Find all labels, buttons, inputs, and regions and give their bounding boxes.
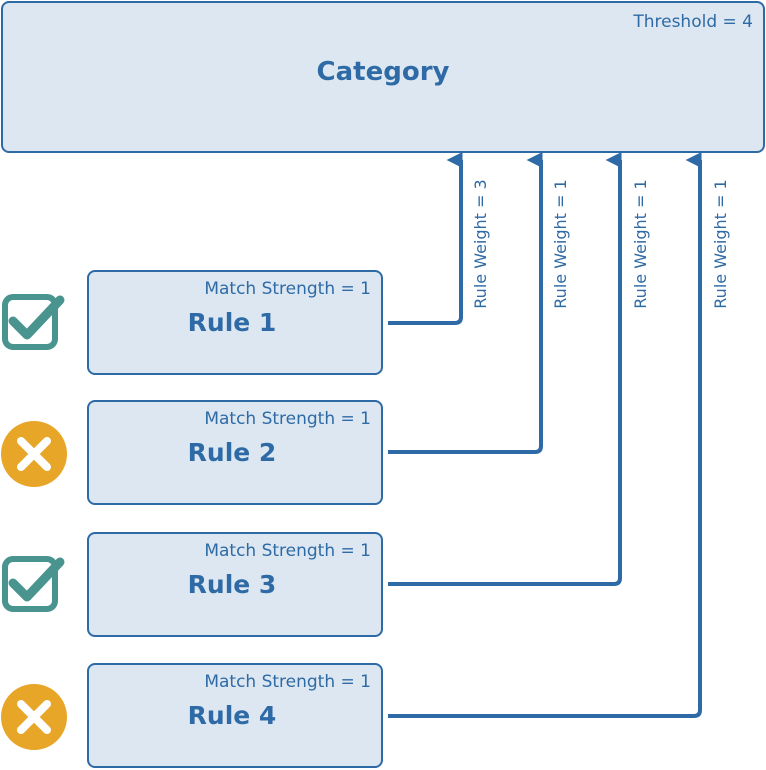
rule-3-title: Rule 3	[187, 570, 277, 599]
checkmark-icon	[2, 294, 65, 350]
rule-1-match-strength: Match Strength = 1	[204, 279, 371, 299]
rule-1-box: Match Strength = 1 Rule 1	[87, 270, 383, 375]
rule-4-match-strength: Match Strength = 1	[204, 672, 371, 692]
rule-1-title: Rule 1	[187, 308, 277, 337]
rule-3-weight-label: Rule Weight = 1	[631, 179, 650, 309]
rule-4-title: Rule 4	[187, 701, 277, 730]
rule-2-weight-label: Rule Weight = 1	[551, 179, 570, 309]
connector-rule-4	[388, 152, 702, 718]
rule-1-weight-label: Rule Weight = 3	[471, 179, 490, 309]
x-circle-icon	[1, 684, 67, 750]
connector-rule-3	[388, 152, 622, 586]
rule-2-match-strength: Match Strength = 1	[204, 409, 371, 429]
category-box: Threshold = 4 Category	[1, 1, 765, 153]
rule-3-match-strength: Match Strength = 1	[204, 541, 371, 561]
rule-2-title: Rule 2	[187, 438, 277, 467]
connector-rule-1	[388, 152, 463, 325]
connector-rule-2	[388, 152, 543, 454]
rule-2-box: Match Strength = 1 Rule 2	[87, 400, 383, 505]
checkmark-icon	[2, 556, 65, 612]
rule-4-box: Match Strength = 1 Rule 4	[87, 663, 383, 768]
threshold-label: Threshold = 4	[633, 12, 753, 32]
rule-4-weight-label: Rule Weight = 1	[711, 179, 730, 309]
x-circle-icon	[1, 421, 67, 487]
rule-3-box: Match Strength = 1 Rule 3	[87, 532, 383, 637]
category-title: Category	[316, 57, 450, 87]
